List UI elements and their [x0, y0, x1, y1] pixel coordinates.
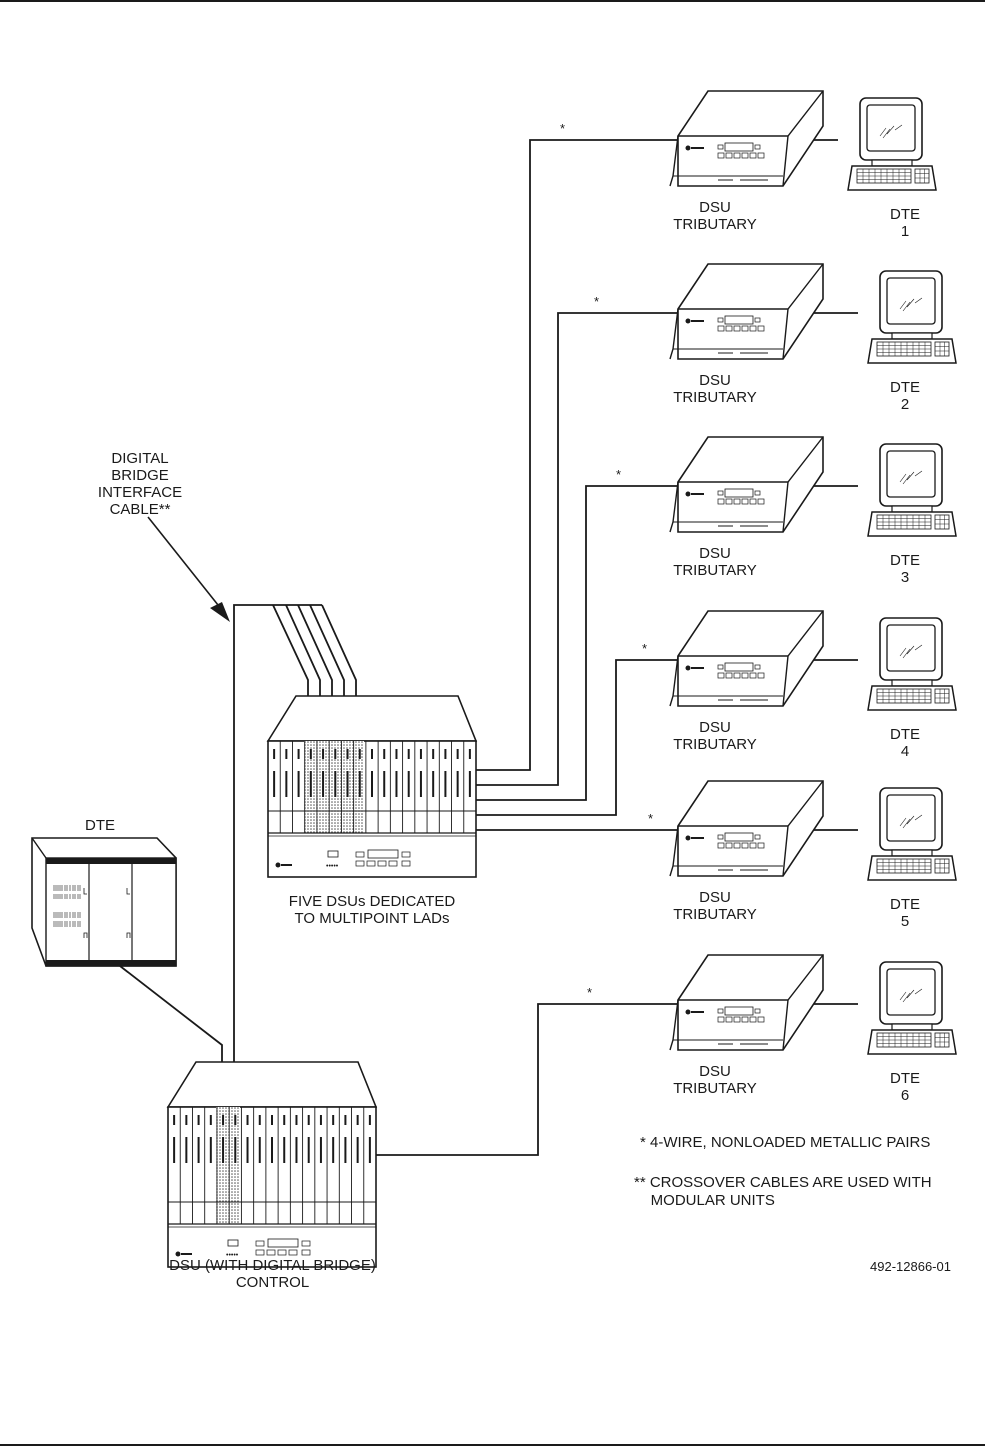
mainframe-dte-label: DTE	[85, 817, 115, 834]
pair-marker: *	[642, 641, 648, 656]
label-line: DSU	[699, 889, 731, 906]
dsu-tributary-2	[669, 263, 824, 360]
label-line: TRIBUTARY	[673, 216, 757, 233]
line-to-dsu-6	[372, 1003, 678, 1156]
dte-terminal-5	[867, 787, 957, 881]
pair-marker: *	[587, 985, 593, 1000]
callout-line: BRIDGE	[111, 467, 169, 484]
dte-terminal-1	[847, 97, 937, 191]
callout-line: CABLE**	[109, 501, 171, 518]
label-line: DTE	[890, 552, 920, 569]
line-to-dsu-4	[470, 659, 678, 816]
label-line: 4	[900, 743, 910, 760]
bridge-cable-trunk	[233, 604, 322, 1062]
line-to-dsu-1	[470, 139, 678, 771]
svg-text:•••••: •••••	[326, 863, 339, 870]
label-line: DTE	[890, 379, 920, 396]
dsu-tributary-3	[669, 436, 824, 533]
pair-marker: *	[560, 121, 566, 136]
pair-marker: *	[616, 467, 622, 482]
bottom-rule	[0, 1444, 985, 1446]
multipoint-rack: •••••	[266, 695, 478, 878]
dte-terminal-3	[867, 443, 957, 537]
control-rack-label: DSU (WITH DIGITAL BRIDGE) CONTROL	[140, 1257, 405, 1291]
label-line: 5	[900, 913, 910, 930]
note-double-star-2: MODULAR UNITS	[634, 1192, 775, 1209]
label-line: DTE	[890, 1070, 920, 1087]
dsu-tributary-6	[669, 954, 824, 1051]
mainframe-dte-cabinet	[31, 837, 177, 967]
label-line: TRIBUTARY	[673, 906, 757, 923]
label-line: DSU	[699, 545, 731, 562]
label-line: DSU	[699, 719, 731, 736]
label-line: TRIBUTARY	[673, 562, 757, 579]
mainframe-link	[119, 965, 223, 1062]
label-line: CONTROL	[235, 1274, 310, 1291]
label-line: 2	[900, 396, 910, 413]
pair-marker: *	[648, 811, 654, 826]
label-line: TRIBUTARY	[673, 389, 757, 406]
multipoint-rack-label: FIVE DSUs DEDICATED TO MULTIPOINT LADs	[252, 893, 492, 927]
line-to-dsu-3	[470, 485, 678, 801]
callout-arrow	[147, 516, 230, 622]
note-double-star-1: ** CROSSOVER CABLES ARE USED WITH	[634, 1174, 932, 1191]
dsu-tributary-4	[669, 610, 824, 707]
svg-text:•••••: •••••	[226, 1252, 239, 1259]
label-line: DSU	[699, 199, 731, 216]
label-line: DTE	[890, 896, 920, 913]
callout-label: DIGITAL BRIDGE INTERFACE CABLE**	[80, 450, 200, 518]
dsu-tributary-1	[669, 90, 824, 187]
label-line: TRIBUTARY	[673, 1080, 757, 1097]
figure-id: 492-12866-01	[870, 1259, 951, 1274]
label-line: DTE	[890, 206, 920, 223]
label-line: DSU	[699, 1063, 731, 1080]
dte-terminal-6	[867, 961, 957, 1055]
callout-line: INTERFACE	[97, 484, 183, 501]
pair-marker: *	[594, 294, 600, 309]
label-line: 1	[900, 223, 910, 240]
dte-terminal-4	[867, 617, 957, 711]
label-line: DSU	[699, 372, 731, 389]
top-rule	[0, 0, 985, 2]
line-to-dsu-2	[470, 312, 678, 786]
label-line: TO MULTIPOINT LADs	[294, 910, 450, 927]
label-line: DSU (WITH DIGITAL BRIDGE)	[169, 1257, 376, 1274]
label-line: 3	[900, 569, 910, 586]
note-single-star: * 4-WIRE, NONLOADED METALLIC PAIRS	[640, 1134, 931, 1151]
dsu-tributary-5	[669, 780, 824, 877]
label-line: 6	[900, 1087, 910, 1104]
wiring	[119, 139, 858, 1156]
dte-terminal-2	[867, 270, 957, 364]
control-rack: •••••	[166, 1061, 378, 1268]
label-line: TRIBUTARY	[673, 736, 757, 753]
callout-line: DIGITAL	[111, 450, 169, 467]
label-line: DTE	[890, 726, 920, 743]
label-line: FIVE DSUs DEDICATED	[288, 893, 456, 910]
